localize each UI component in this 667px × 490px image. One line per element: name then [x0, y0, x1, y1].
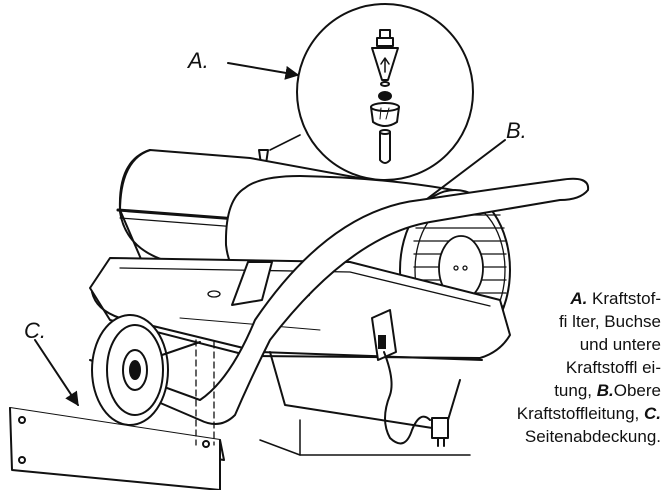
- arrow-c: [34, 339, 79, 407]
- label-a: A.: [188, 48, 209, 73]
- arrow-a: [227, 62, 300, 80]
- caption-line6-pre: Kraftstoffleitung,: [516, 404, 644, 423]
- caption-text-b: Obere: [613, 381, 661, 400]
- label-c: C.: [24, 318, 46, 343]
- lower-fuel-line-icon: [379, 129, 391, 164]
- caption-line3: und untere: [579, 335, 661, 354]
- caption-line2: fi lter, Buchse: [558, 312, 661, 331]
- side-cover-panel: [9, 407, 225, 490]
- caption-text-a: Kraftstof-: [587, 289, 661, 308]
- detail-circle: [296, 3, 474, 181]
- power-cord: [383, 351, 449, 447]
- caption-line7: Seitenabdeckung.: [524, 427, 661, 446]
- caption-key-a: A.: [570, 289, 588, 308]
- caption-key-c: C.: [644, 404, 661, 423]
- fuel-filter-icon: [371, 29, 399, 87]
- caption-key-b: B.: [596, 381, 614, 400]
- handle: [89, 177, 590, 425]
- bushing-icon: [370, 91, 400, 127]
- label-b: B.: [506, 118, 527, 143]
- caption-line5-pre: tung,: [554, 381, 597, 400]
- wheel-icon: [91, 314, 201, 426]
- figure-caption: A. Kraftstof- fi lter, Buchse und untere…: [491, 287, 661, 448]
- switch-box: [371, 309, 397, 361]
- caption-line4: Kraftstoffl ei-: [565, 358, 661, 377]
